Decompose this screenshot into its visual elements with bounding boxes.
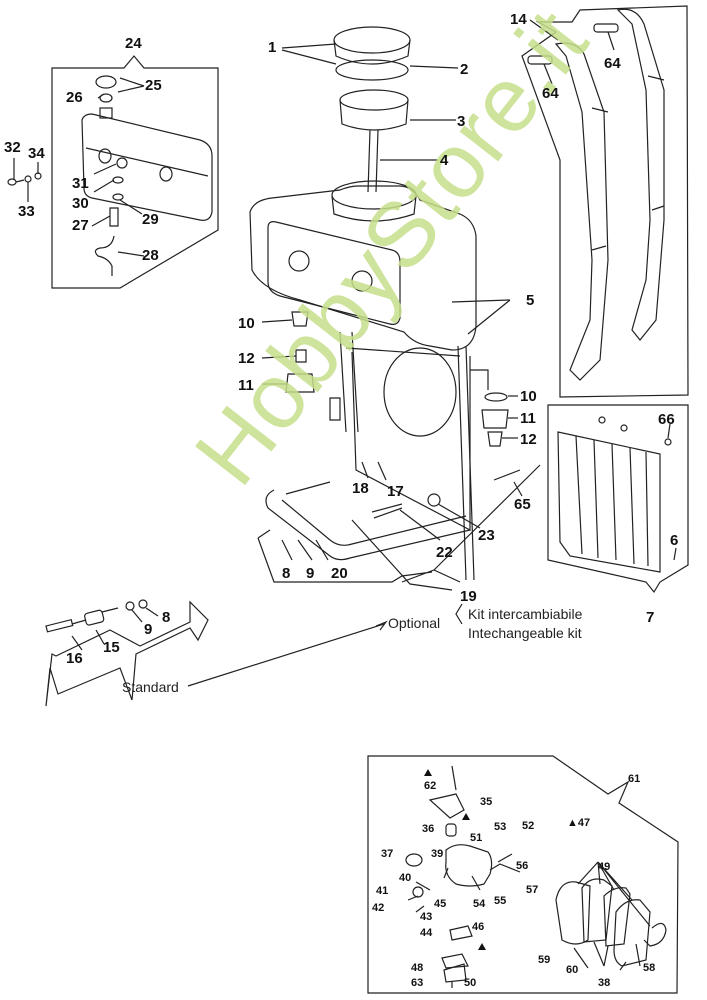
part-label-9: 9 [144,621,153,638]
part-label-18: 18 [352,480,369,497]
part-label-12-right: 12 [520,431,537,448]
part-label-54: 54 [473,898,486,910]
part-label-33: 33 [18,203,35,220]
part-label-27: 27 [72,217,89,234]
part-label-47: ▲47 [567,817,591,829]
part-label-36: 36 [422,823,435,835]
part-label-15: 15 [103,639,120,656]
part-label-9-kit: 9 [306,565,315,582]
part-label-22: 22 [436,544,453,561]
part-label-46: 46 [472,921,485,933]
part-label-12-left: 12 [238,350,255,367]
group-24-frame [51,55,219,289]
part-label-51: 51 [470,832,483,844]
base-frame [265,481,471,561]
part-label-41: 41 [376,885,389,897]
kit-label-italian: Kit intercambiabile [468,606,583,622]
part-label-59: 59 [538,954,551,966]
filter-3 [339,89,409,111]
part-label-37: 37 [381,848,394,860]
part-label-1: 1 [268,39,277,56]
part-label-40: 40 [399,872,412,884]
part-label-52: 52 [522,820,535,832]
part-label-58: 58 [643,962,656,974]
part-label-42: 42 [372,902,385,914]
strap-group-frame [521,5,689,398]
part-label-64-right: 64 [604,55,621,72]
carburetor-group-frame [367,755,679,994]
part-label-19: 19 [460,588,477,605]
part-label-5: 5 [526,292,535,309]
part-label-31: 31 [72,175,89,192]
part-label-60: 60 [566,964,579,976]
part-label-45: 45 [434,898,447,910]
part-label-2: 2 [460,61,469,78]
part-label-50: 50 [464,977,477,989]
kit-label-english: Intechangeable kit [468,625,582,641]
part-label-3: 3 [457,113,466,130]
part-label-39: 39 [431,848,444,860]
strap-right [616,8,665,341]
part-label-35: 35 [480,796,493,808]
part-label-38: 38 [598,977,611,989]
part-label-8: 8 [162,609,171,626]
standard-label: Standard [122,679,179,695]
part-label-8-kit: 8 [282,565,291,582]
part-label-65: 65 [514,496,531,513]
part-label-49: 49 [598,861,611,873]
part-label-62: 62 [424,780,437,792]
part-label-25: 25 [145,77,162,94]
part-label-10-right: 10 [520,388,537,405]
part-label-17: 17 [387,483,404,500]
part-label-32: 32 [4,139,21,156]
carburetor-body [445,844,493,887]
back-pad-frame [547,404,689,594]
part-label-53: 53 [494,821,507,833]
part-label-10-left: 10 [238,315,255,332]
part-label-56: 56 [516,860,529,872]
part-label-29: 29 [142,211,159,228]
strap-left [554,42,609,381]
part-label-20: 20 [331,565,348,582]
part-label-61: 61 [628,773,641,785]
part-label-16: 16 [66,650,83,667]
part-label-24: 24 [125,35,142,52]
part-label-6: 6 [670,532,679,549]
part-label-7: 7 [646,609,655,626]
air-filter-cover-38 [613,899,651,967]
part-label-44: 44 [420,927,433,939]
part-label-26: 26 [66,89,83,106]
hose-28 [94,235,115,276]
part-label-66: 66 [658,411,675,428]
part-label-64-left: 64 [542,85,559,102]
part-label-23: 23 [478,527,495,544]
part-label-34: 34 [28,145,45,162]
part-label-14: 14 [510,11,527,28]
part-label-55: 55 [494,895,507,907]
cap-1 [333,26,411,54]
air-filter-59 [555,881,591,945]
part-label-57: 57 [526,884,539,896]
optional-label: Optional [388,615,441,631]
part-label-11-left: 11 [238,377,254,394]
part-label-30: 30 [72,195,89,212]
main-tank [249,185,477,351]
part-label-28: 28 [142,247,159,264]
part-label-4: 4 [440,152,449,169]
part-label-48: 48 [411,962,424,974]
aux-tank-shape [81,113,213,221]
part-label-11-right: 11 [520,410,536,427]
part-label-43: 43 [420,911,433,923]
part-label-63: 63 [411,977,424,989]
